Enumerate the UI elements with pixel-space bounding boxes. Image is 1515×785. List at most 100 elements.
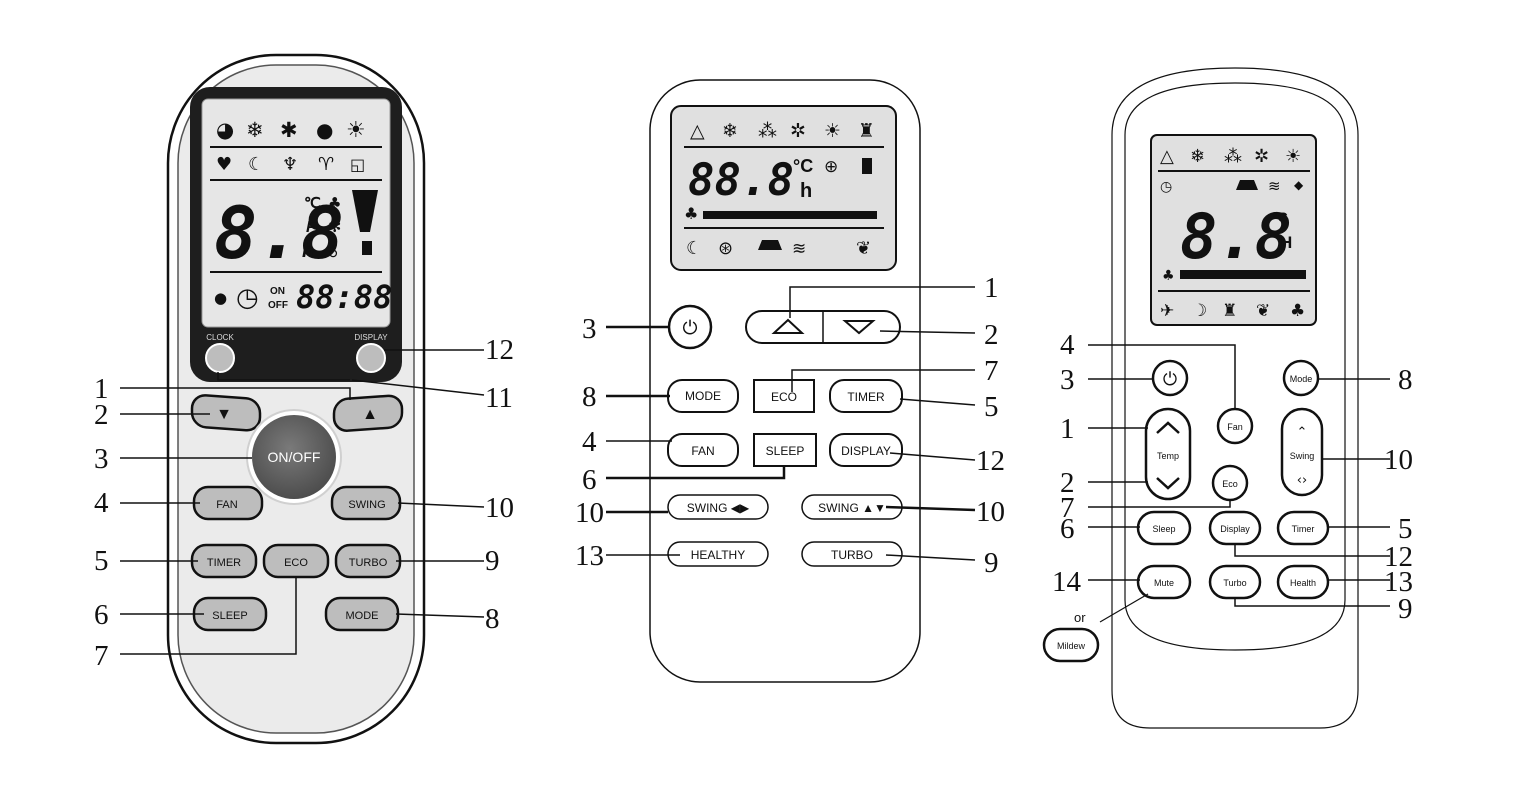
mute-label: Mute bbox=[1154, 578, 1174, 588]
temp-up-label: ▲ bbox=[362, 406, 378, 423]
eco-label: ECO bbox=[771, 390, 797, 404]
lcd-temperature: 8.8 bbox=[214, 191, 344, 275]
turbo-label: Turbo bbox=[1223, 578, 1246, 588]
eco-button[interactable] bbox=[753, 379, 815, 413]
remote-3: △ ❄ ⁂ ✲ ☀ ◷ ≋ ◆ 8.8 °C H ♣ ✈ ☽ ♜ ❦ ♣ ⏻ M… bbox=[1042, 67, 1413, 729]
lcd-battery-icon bbox=[862, 158, 872, 174]
lcd-heat-icon: ☀ bbox=[824, 120, 841, 142]
display-label: DISPLAY bbox=[841, 444, 891, 458]
clock-button-label: CLOCK bbox=[206, 333, 234, 342]
lcd-cool-icon: ❄ bbox=[722, 120, 738, 142]
eco-label: Eco bbox=[1222, 479, 1238, 489]
callout-8: 8 bbox=[485, 603, 500, 635]
lcd-display-icon: ◱ bbox=[350, 155, 365, 174]
mode-label: Mode bbox=[1290, 374, 1313, 384]
health-button[interactable] bbox=[1276, 564, 1330, 600]
remote-2: △ ❄ ⁂ ✲ ☀ ♜ 88.8 °C h ⊕ ♣ ☾ ⊛ ≋ ❦ ⏻ MODE… bbox=[575, 79, 1005, 683]
temp-label: Temp bbox=[1157, 451, 1179, 461]
lcd-swing-icon: ♈ bbox=[318, 154, 334, 175]
lcd-temperature: 88.8 bbox=[688, 155, 794, 206]
callout-10: 10 bbox=[1384, 444, 1413, 476]
temp-up-button[interactable] bbox=[1156, 421, 1180, 434]
callout-7: 7 bbox=[94, 640, 109, 672]
clock-button[interactable] bbox=[205, 343, 235, 373]
onoff-label: ON/OFF bbox=[268, 449, 321, 465]
swing-horizontal-button[interactable] bbox=[667, 494, 769, 520]
lcd-fan-speed-bar bbox=[352, 190, 378, 232]
temp-down-button[interactable] bbox=[190, 394, 262, 432]
timer-button[interactable] bbox=[829, 379, 903, 413]
lcd-auto-icon: △ bbox=[690, 120, 705, 142]
callout-12: 12 bbox=[1384, 541, 1413, 573]
fan-label: FAN bbox=[216, 499, 237, 511]
sleep-button[interactable] bbox=[753, 433, 817, 467]
fan-button[interactable] bbox=[667, 433, 739, 467]
mode-label: MODE bbox=[346, 610, 379, 622]
lcd-sleep-icon: ☽ bbox=[1192, 301, 1207, 321]
callout-6: 6 bbox=[94, 599, 109, 631]
lcd-sleep-icon: ☾ bbox=[248, 154, 264, 175]
healthy-button[interactable] bbox=[667, 541, 769, 567]
swing-vertical-icon: ⌃ bbox=[1297, 425, 1308, 440]
lcd-unit-celsius: °C bbox=[1272, 209, 1288, 225]
onoff-button[interactable] bbox=[252, 415, 336, 499]
power-button[interactable] bbox=[1151, 359, 1189, 397]
power-icon: ⏻ bbox=[1163, 369, 1177, 390]
lcd-clock-icon: ◷ bbox=[236, 283, 259, 313]
lcd-fan-speed-bar bbox=[703, 211, 877, 219]
mode-button[interactable] bbox=[1282, 359, 1320, 397]
callout-1: 1 bbox=[1060, 413, 1075, 445]
fan-label: FAN bbox=[691, 444, 714, 458]
lcd-unit-celsius: ℃ bbox=[304, 195, 321, 212]
lcd-turbo-icon: ⊛ bbox=[718, 238, 733, 259]
temp-up-button[interactable] bbox=[332, 394, 404, 432]
callout-7: 7 bbox=[984, 355, 999, 387]
lcd-fan-speed-bar bbox=[1180, 270, 1306, 279]
lcd-fan-icon: ✲ bbox=[1254, 146, 1269, 167]
callout-6: 6 bbox=[1060, 513, 1075, 545]
mildew-button[interactable] bbox=[1042, 627, 1100, 663]
lcd-battery-icon bbox=[362, 241, 372, 255]
callout-10: 10 bbox=[485, 492, 514, 524]
callout-13: 13 bbox=[1384, 566, 1413, 598]
lcd-gear-icon: ✻ bbox=[328, 217, 341, 236]
lcd-clock-digits: 88:88 bbox=[296, 278, 392, 316]
lcd-swing-icon: ≋ bbox=[792, 239, 806, 259]
remote-1: ◕ ❄ ✱ ● ☀ ♥ ☾ ♆ ♈ ◱ 8.8 ℃ F h ♣ ✻ ♁ ● ◷ … bbox=[94, 53, 514, 745]
callout-4: 4 bbox=[582, 426, 597, 458]
lcd-turbo-icon: ✈ bbox=[1160, 301, 1174, 321]
lcd-turbo-icon: ♆ bbox=[282, 154, 298, 175]
lcd-timer-off: OFF bbox=[268, 300, 288, 311]
callout-3: 3 bbox=[94, 443, 109, 475]
display-button[interactable] bbox=[356, 343, 386, 373]
sleep-button[interactable] bbox=[1136, 510, 1192, 546]
lcd-health-icon: ♥ bbox=[216, 154, 232, 175]
mode-label: MODE bbox=[685, 389, 721, 403]
lcd-auto-icon: ◕ bbox=[216, 118, 234, 142]
fan-label: Fan bbox=[1227, 422, 1243, 432]
lcd-flap-icon bbox=[758, 240, 782, 250]
temp-down-button[interactable] bbox=[1156, 477, 1180, 490]
callout-6: 6 bbox=[582, 464, 597, 496]
mute-button[interactable] bbox=[1136, 564, 1192, 600]
callout-5: 5 bbox=[984, 391, 999, 423]
sleep-label: SLEEP bbox=[212, 610, 247, 622]
display-label: Display bbox=[1220, 524, 1250, 534]
callout-9: 9 bbox=[1398, 593, 1413, 625]
turbo-button[interactable] bbox=[801, 541, 903, 567]
display-button-label: DISPLAY bbox=[354, 333, 388, 342]
timer-button[interactable] bbox=[1276, 510, 1330, 546]
swing-horizontal-label: SWING ◀▶ bbox=[687, 501, 750, 515]
lcd-unit-fahrenheit: F bbox=[306, 219, 317, 236]
sleep-label: SLEEP bbox=[766, 444, 805, 458]
swing-rocker[interactable] bbox=[1280, 407, 1324, 497]
callout-10b: 10 bbox=[976, 496, 1005, 528]
temp-up-button[interactable] bbox=[771, 318, 805, 334]
display-button[interactable] bbox=[829, 433, 903, 467]
temp-down-button[interactable] bbox=[842, 320, 876, 335]
lcd-heat-icon: ☀ bbox=[1285, 146, 1301, 167]
callout-11: 11 bbox=[485, 382, 513, 414]
lcd-dry-icon: ⁂ bbox=[1224, 146, 1242, 167]
callout-7: 7 bbox=[1060, 492, 1075, 524]
